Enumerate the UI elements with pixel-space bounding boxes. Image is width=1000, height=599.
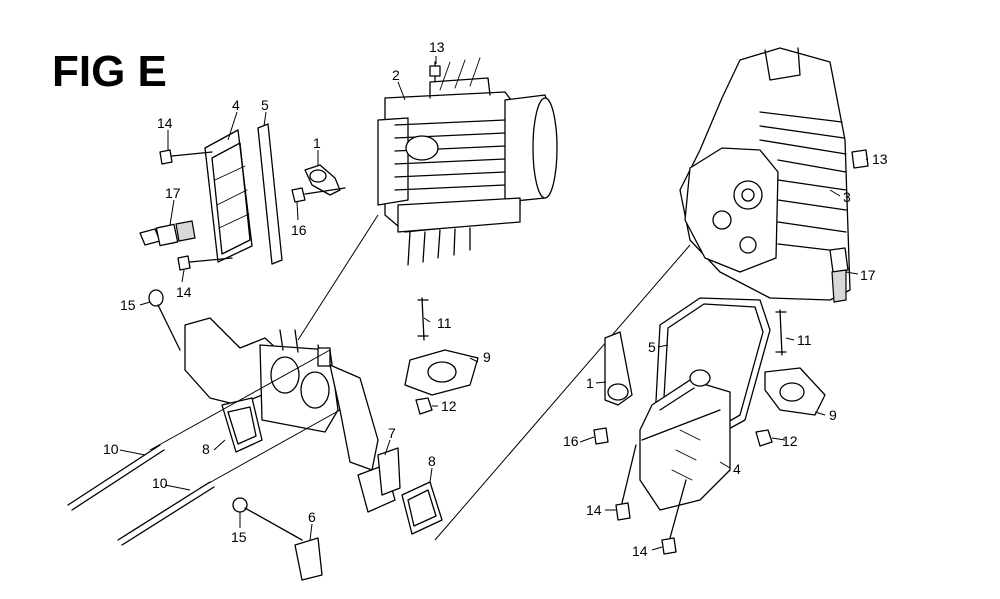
callout-16: 16	[291, 222, 307, 238]
callout-15: 15	[120, 297, 136, 313]
gasket-9-right	[764, 367, 826, 416]
assembly-guides	[149, 214, 691, 541]
callout-5: 5	[648, 339, 656, 355]
cylinder-head-right	[679, 47, 851, 301]
callout-9: 9	[483, 349, 491, 365]
callout-12: 12	[441, 398, 457, 414]
callout-14: 14	[586, 502, 602, 518]
callout-14: 14	[176, 284, 192, 300]
leader-lines	[119, 56, 869, 551]
figure-title: FIG E	[52, 47, 167, 96]
gasket-left	[257, 123, 283, 265]
breather-plate-right	[593, 331, 633, 445]
callout-11: 11	[797, 332, 812, 348]
gasket-9-left	[404, 349, 479, 396]
callout-15: 15	[231, 529, 247, 545]
studs-10	[67, 444, 215, 546]
callout-12: 12	[782, 433, 798, 449]
breather-plate-left	[291, 164, 346, 203]
nut-13-right	[851, 149, 869, 169]
spark-plug-left	[139, 220, 196, 247]
callout-1: 1	[586, 375, 594, 391]
cylinder-head-left	[377, 57, 558, 266]
callout-9: 9	[829, 407, 837, 423]
manifold-left	[184, 317, 401, 513]
callout-4: 4	[733, 461, 741, 477]
stud-15-left-top	[148, 289, 181, 351]
callout-6: 6	[308, 509, 316, 525]
callout-17: 17	[860, 267, 876, 283]
callout-14: 14	[632, 543, 648, 559]
nut-12-left	[415, 397, 433, 415]
callout-10: 10	[103, 441, 119, 457]
callout-8: 8	[428, 453, 436, 469]
callout-10: 10	[152, 475, 168, 491]
callout-14: 14	[157, 115, 173, 131]
callout-13: 13	[872, 151, 888, 167]
bolts-14-left	[159, 149, 233, 271]
callout-1: 1	[313, 135, 321, 151]
callout-11: 11	[437, 315, 452, 331]
studs-13-11-left	[417, 61, 441, 341]
nut-12-right	[755, 429, 773, 447]
callout-16: 16	[563, 433, 579, 449]
callout-13: 13	[429, 39, 445, 55]
callout-2: 2	[392, 67, 400, 83]
callout-7: 7	[388, 425, 396, 441]
callout-5: 5	[261, 97, 269, 113]
callout-4: 4	[232, 97, 240, 113]
callout-3: 3	[843, 189, 851, 205]
head-cover-left	[204, 129, 253, 263]
bolts-right	[615, 309, 787, 555]
gasket-8-right	[401, 481, 443, 535]
callout-8: 8	[202, 441, 210, 457]
callout-labels: 13 2 4 5 14 1 17 16 14 15 11 9 12 8 7 8 …	[103, 39, 888, 559]
spark-plug-right	[829, 247, 849, 303]
gasket-8-left	[221, 397, 263, 453]
head-cover-right	[639, 369, 731, 511]
bolt-15-bracket-6	[232, 497, 323, 581]
callout-17: 17	[165, 185, 181, 201]
